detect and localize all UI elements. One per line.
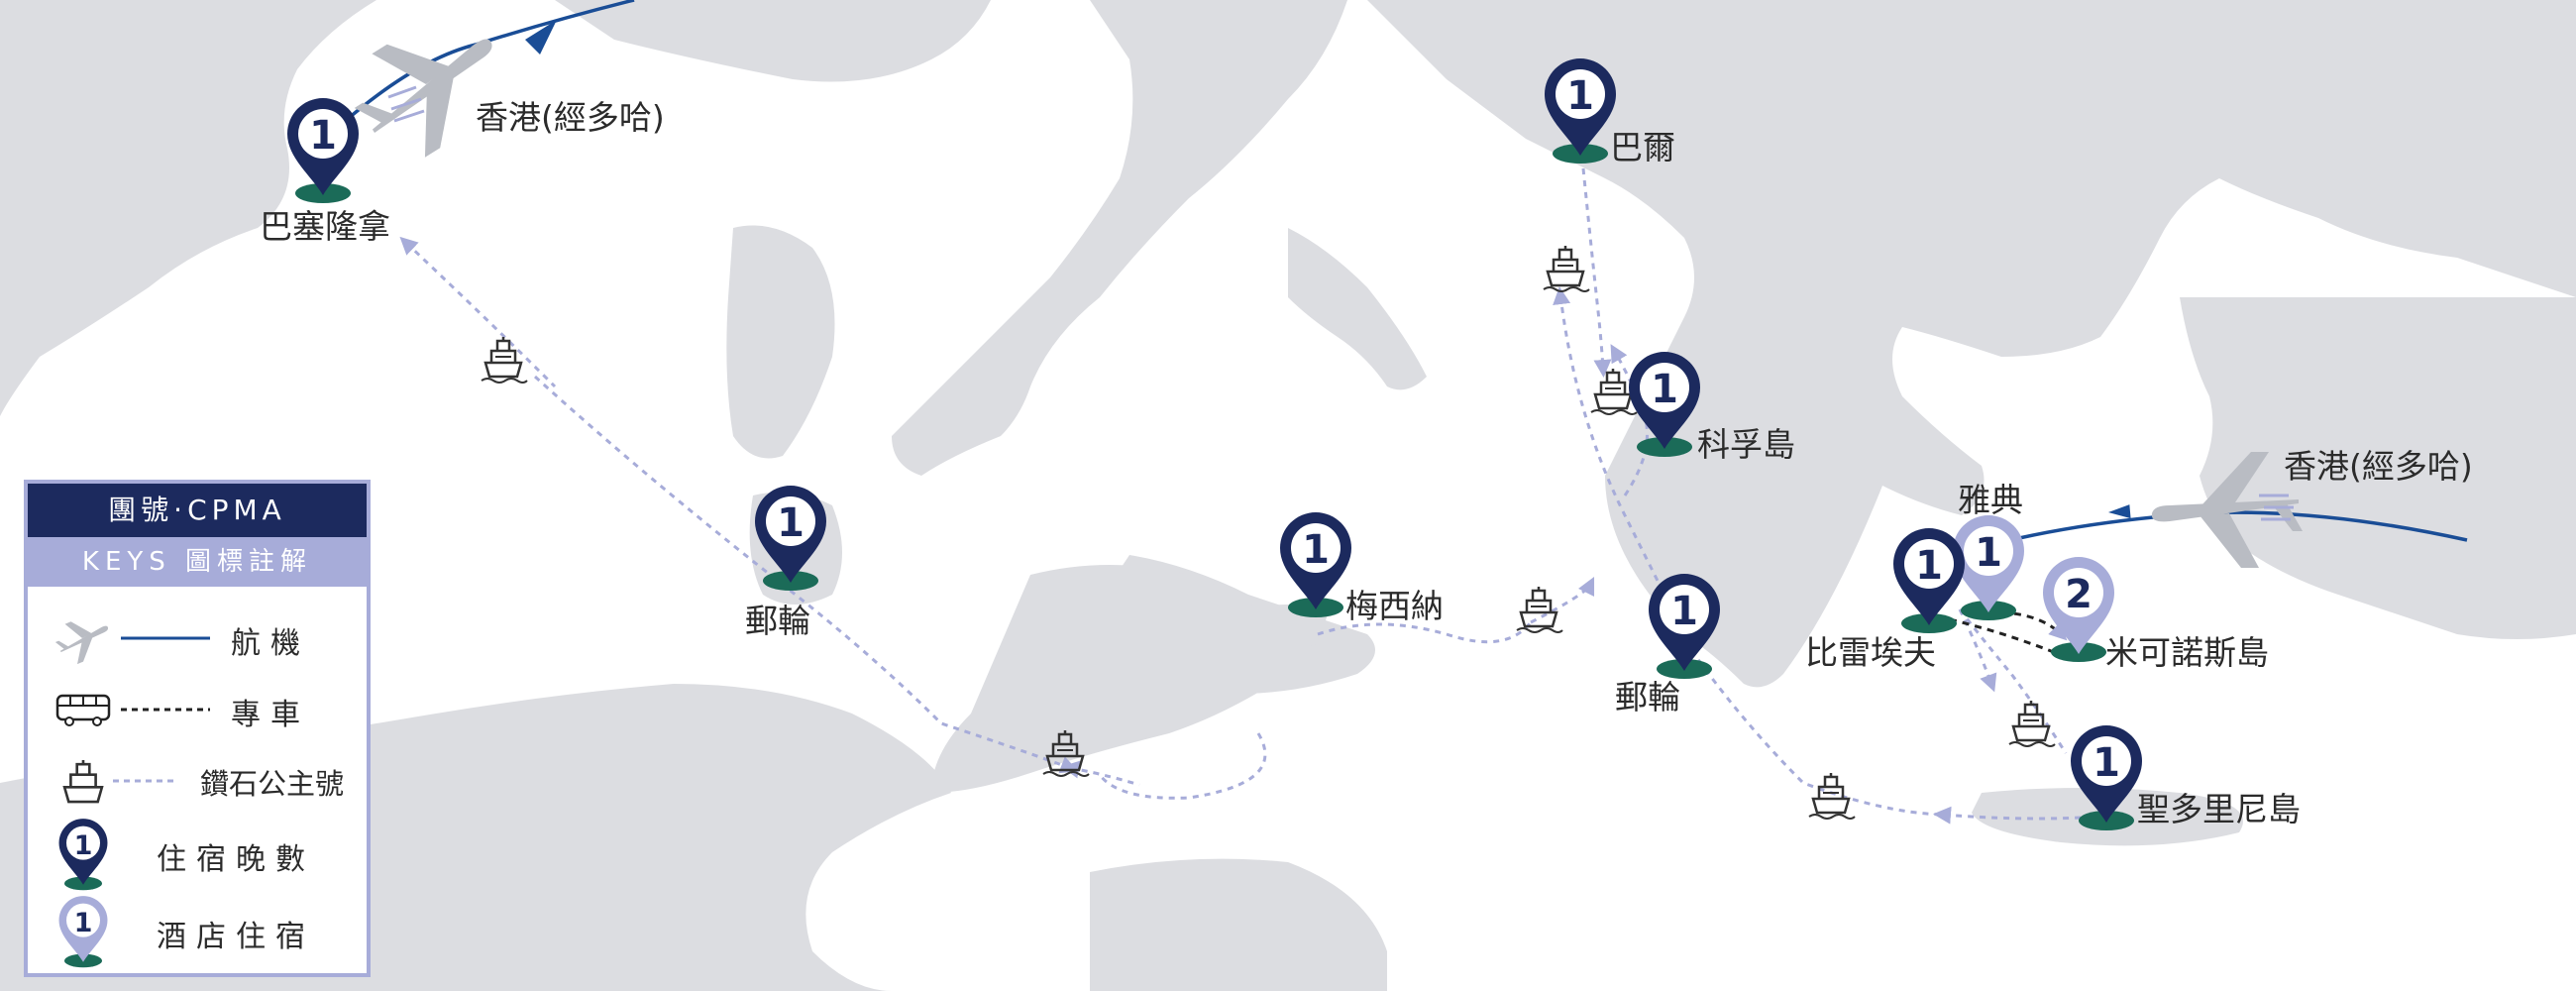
pin-corfu[interactable]: 1 xyxy=(1629,352,1700,457)
legend-row-ship: 鑽石公主號 xyxy=(28,743,367,813)
pin-number: 1 xyxy=(2093,740,2120,786)
label-santorini: 聖多里尼島 xyxy=(2137,790,2301,828)
pin-number: 1 xyxy=(1566,73,1594,119)
pin-number: 1 xyxy=(1915,543,1943,589)
legend-subtitle: KEYS 圖標註解 xyxy=(28,537,367,587)
legend-row-flight: 航機 xyxy=(28,601,367,670)
pin-number: 1 xyxy=(309,113,337,159)
pin-cruise-west[interactable]: 1 xyxy=(755,486,826,591)
pin-athens[interactable]: 1 xyxy=(1953,515,2024,620)
pin-number: 1 xyxy=(1975,530,2002,576)
legend-label: 專車 xyxy=(231,698,310,732)
legend-row-bus: 專車 xyxy=(28,672,367,741)
legend-box: 團號·CPMA KEYS 圖標註解 航機 專車 xyxy=(24,480,371,977)
pin-mykonos[interactable]: 2 xyxy=(2043,557,2114,662)
pin-number: 1 xyxy=(1302,527,1330,573)
plane-icon xyxy=(54,621,210,665)
label-cruise-west: 郵輪 xyxy=(745,602,810,640)
ship-icon xyxy=(1807,771,1857,821)
ship-icon xyxy=(480,335,529,385)
legend-label: 酒店住宿 xyxy=(157,920,315,954)
pin-number: 1 xyxy=(74,908,93,938)
pin-bari[interactable]: 1 xyxy=(1545,58,1616,164)
legend-label: 航機 xyxy=(231,626,310,661)
label-mykonos: 米可諾斯島 xyxy=(2105,633,2269,672)
ship-icon xyxy=(1542,244,1591,293)
pin-dark-icon: 1 xyxy=(58,819,108,891)
pin-number: 1 xyxy=(1670,589,1698,634)
label-hk-west: 香港(經多哈) xyxy=(476,98,665,137)
label-athens: 雅典 xyxy=(1958,481,2023,519)
label-messina: 梅西納 xyxy=(1345,587,1444,625)
label-piraeus: 比雷埃夫 xyxy=(1805,633,1936,672)
label-barcelona: 巴塞隆拿 xyxy=(260,207,390,246)
bus-icon xyxy=(55,694,210,726)
legend-label: 鑽石公主號 xyxy=(200,767,345,801)
pin-number: 2 xyxy=(2065,572,2093,617)
label-bari: 巴爾 xyxy=(1610,128,1675,166)
label-hk-east: 香港(經多哈) xyxy=(2284,447,2473,486)
pin-piraeus[interactable]: 1 xyxy=(1893,528,1965,633)
legend-row-hotel: 1 酒店住宿 xyxy=(28,890,367,968)
pin-light-icon: 1 xyxy=(58,896,108,968)
pin-number: 1 xyxy=(777,500,805,546)
pin-barcelona[interactable]: 1 xyxy=(287,98,359,203)
pin-cruise-east[interactable]: 1 xyxy=(1649,574,1720,679)
label-corfu: 科孚島 xyxy=(1697,425,1795,464)
legend-row-nights: 1 住宿晚數 xyxy=(28,813,367,891)
label-cruise-east: 郵輪 xyxy=(1615,678,1680,716)
plane-icon xyxy=(335,0,525,175)
pin-santorini[interactable]: 1 xyxy=(2071,725,2142,830)
place-labels: 香港(經多哈) 巴塞隆拿 郵輪 梅西納 巴爾 科孚島 郵輪 雅典 比雷埃夫 米可… xyxy=(260,98,2473,828)
ship-icon xyxy=(62,760,176,804)
flight-routes xyxy=(335,0,2468,568)
legend-label: 住宿晚數 xyxy=(157,842,315,877)
pin-number: 1 xyxy=(74,830,93,861)
pin-number: 1 xyxy=(1651,367,1678,412)
legend-title: 團號·CPMA xyxy=(28,484,367,537)
pin-messina[interactable]: 1 xyxy=(1280,512,1351,617)
